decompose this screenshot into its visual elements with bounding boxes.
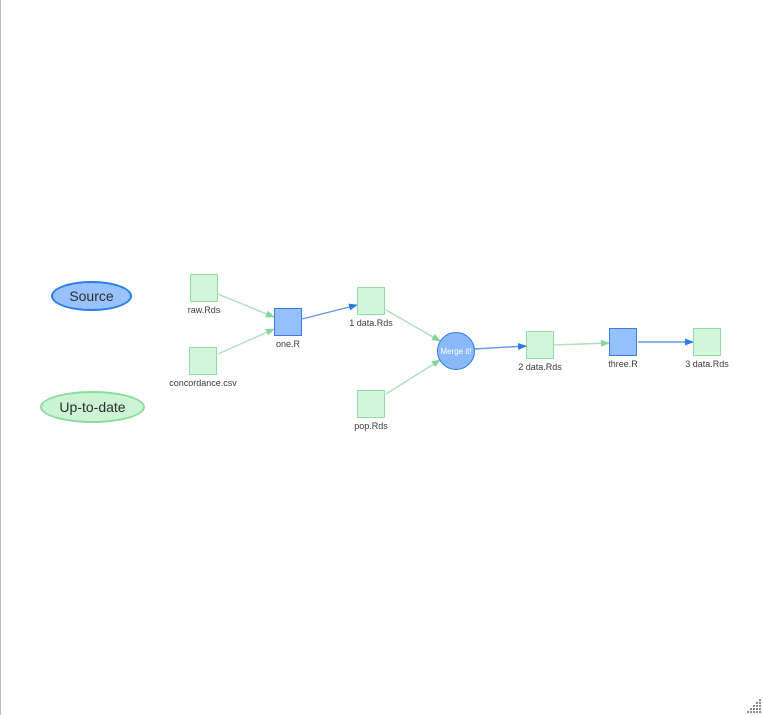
node-label: 1 data.Rds — [349, 318, 393, 328]
legend-source: Source — [51, 281, 132, 311]
legend-up-to-date-label: Up-to-date — [59, 399, 126, 415]
node-raw-rds[interactable]: raw.Rds — [188, 274, 220, 315]
edge-1data-to-merge — [385, 309, 441, 342]
legend-source-label: Source — [69, 288, 114, 304]
edge-concordance-to-one — [217, 328, 275, 355]
node-label: 3 data.Rds — [685, 359, 729, 369]
edge-pop-to-merge — [385, 359, 441, 395]
node-label: Merge it! — [440, 346, 472, 356]
node-label: concordance.csv — [169, 378, 237, 388]
node-shape — [357, 390, 385, 418]
edge-2data-to-three — [553, 339, 610, 347]
node-label: 2 data.Rds — [518, 362, 562, 372]
node-3-data-rds[interactable]: 3 data.Rds — [685, 328, 729, 369]
resize-grip-icon[interactable] — [747, 699, 762, 714]
legend-up-to-date: Up-to-date — [40, 391, 145, 423]
node-three-r[interactable]: three.R — [608, 328, 638, 369]
node-shape — [190, 274, 218, 302]
node-shape — [693, 328, 721, 356]
edge-merge-to-2data — [473, 342, 527, 350]
node-shape — [609, 328, 637, 356]
node-label: one.R — [275, 339, 301, 349]
pane-divider — [0, 0, 1, 715]
node-one-r[interactable]: one.R — [274, 308, 302, 349]
edge-one-to-1data — [301, 303, 358, 320]
node-shape — [357, 287, 385, 315]
node-shape — [189, 347, 217, 375]
node-pop-rds[interactable]: pop.Rds — [354, 390, 388, 431]
node-shape — [274, 308, 302, 336]
node-merge-it[interactable]: Merge it! — [437, 332, 475, 370]
edge-raw-to-one — [217, 293, 275, 318]
node-label: pop.Rds — [354, 421, 388, 431]
node-label: raw.Rds — [187, 305, 221, 315]
node-2-data-rds[interactable]: 2 data.Rds — [518, 331, 562, 372]
node-1-data-rds[interactable]: 1 data.Rds — [349, 287, 393, 328]
node-shape — [526, 331, 554, 359]
node-label: three.R — [608, 359, 638, 369]
node-concordance-csv[interactable]: concordance.csv — [169, 347, 237, 388]
